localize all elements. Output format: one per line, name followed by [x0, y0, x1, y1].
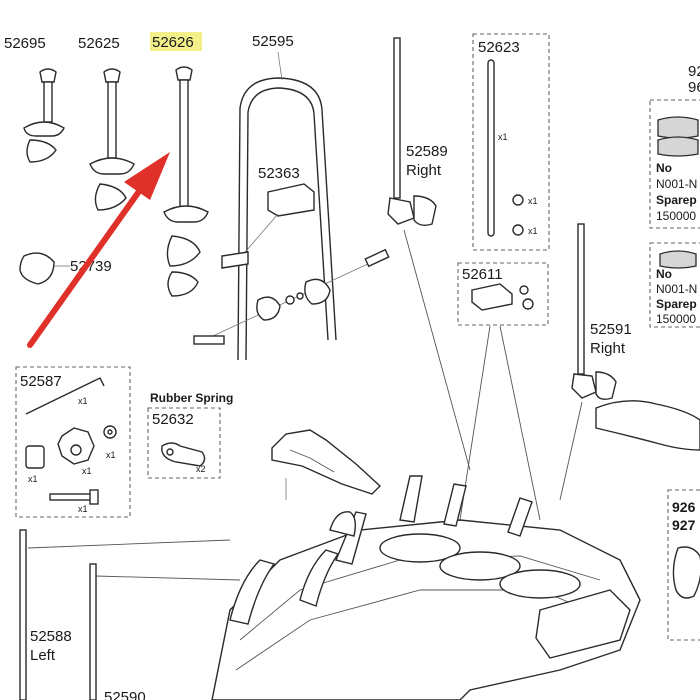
- side-num-1: 150000: [656, 209, 696, 223]
- bolt-assembly: [193, 248, 390, 345]
- label-52590-partial: 52590: [104, 689, 146, 700]
- strap-52623: x1 x1 x1: [487, 59, 538, 237]
- qty-hex-key: x1: [78, 396, 88, 406]
- qty-spacer: x1: [28, 474, 38, 484]
- kit-52587: x1 x1 x1 x1 x1: [25, 377, 117, 514]
- label-52632: 52632: [152, 411, 194, 428]
- bar-52588: [19, 529, 97, 700]
- qty-bolt: x1: [78, 504, 88, 514]
- label-52591: 52591: [590, 321, 632, 338]
- side-code-2: N001-N: [656, 282, 697, 296]
- side-panel-bottom: 926 927: [672, 499, 700, 599]
- group-box-52623: [472, 33, 550, 251]
- qty-52632: x2: [196, 464, 206, 474]
- lock-52611: [459, 283, 541, 521]
- label-926-partial: 926: [672, 499, 696, 515]
- group-box-side-top: [649, 99, 700, 229]
- label-52363: 52363: [258, 165, 300, 182]
- strap-52626: [163, 66, 209, 297]
- label-96-partial: 96: [688, 79, 700, 96]
- strap-52695: [23, 68, 65, 163]
- label-52587: 52587: [20, 373, 62, 390]
- highlight-52626: [150, 32, 202, 51]
- side-spare-2: Sparep: [656, 297, 697, 311]
- side-panel-mid: No N001-N Sparep 150000: [656, 250, 697, 326]
- qty-screw-2: x1: [528, 226, 538, 236]
- label-52623: 52623: [478, 39, 520, 56]
- label-52695: 52695: [4, 35, 46, 52]
- rubber-spring-52632: x2: [161, 442, 206, 474]
- carrier-base: [27, 475, 641, 700]
- group-box-52632: [147, 407, 221, 479]
- qty-52623: x1: [498, 132, 508, 142]
- lever-housing: [271, 429, 382, 500]
- strap-52625: [89, 68, 135, 211]
- group-box-52611: [457, 262, 549, 326]
- label-52588: 52588: [30, 628, 72, 645]
- label-52588-side: Left: [30, 647, 56, 664]
- label-52589-side: Right: [406, 162, 442, 179]
- side-no-1: No: [656, 161, 672, 175]
- rubber-spring-title: Rubber Spring: [150, 391, 233, 405]
- qty-knob: x1: [82, 466, 92, 476]
- red-arrow: [27, 152, 170, 348]
- side-panel-top: No N001-N Sparep 150000: [656, 116, 699, 223]
- label-52611: 52611: [462, 266, 503, 283]
- label-52595: 52595: [252, 33, 294, 50]
- side-code-1: N001-N: [656, 177, 697, 191]
- label-92-partial: 92: [688, 63, 700, 80]
- label-927-partial: 927: [672, 517, 696, 533]
- side-num-2: 150000: [656, 312, 696, 326]
- label-52626: 52626: [152, 34, 194, 51]
- arm-52589: [387, 37, 471, 471]
- label-52589: 52589: [406, 143, 448, 160]
- group-box-side-bottom: [667, 489, 700, 641]
- knob-52739: [19, 252, 70, 285]
- group-box-52587: [15, 366, 131, 518]
- label-52625: 52625: [78, 35, 120, 52]
- clip-52363: [221, 183, 315, 269]
- side-spare-1: Sparep: [656, 193, 697, 207]
- group-box-side-mid: [649, 242, 700, 328]
- side-no-2: No: [656, 267, 672, 281]
- arm-52591: [559, 223, 700, 501]
- qty-screw-1: x1: [528, 196, 538, 206]
- label-52591-side: Right: [590, 340, 626, 357]
- qty-washer: x1: [106, 450, 116, 460]
